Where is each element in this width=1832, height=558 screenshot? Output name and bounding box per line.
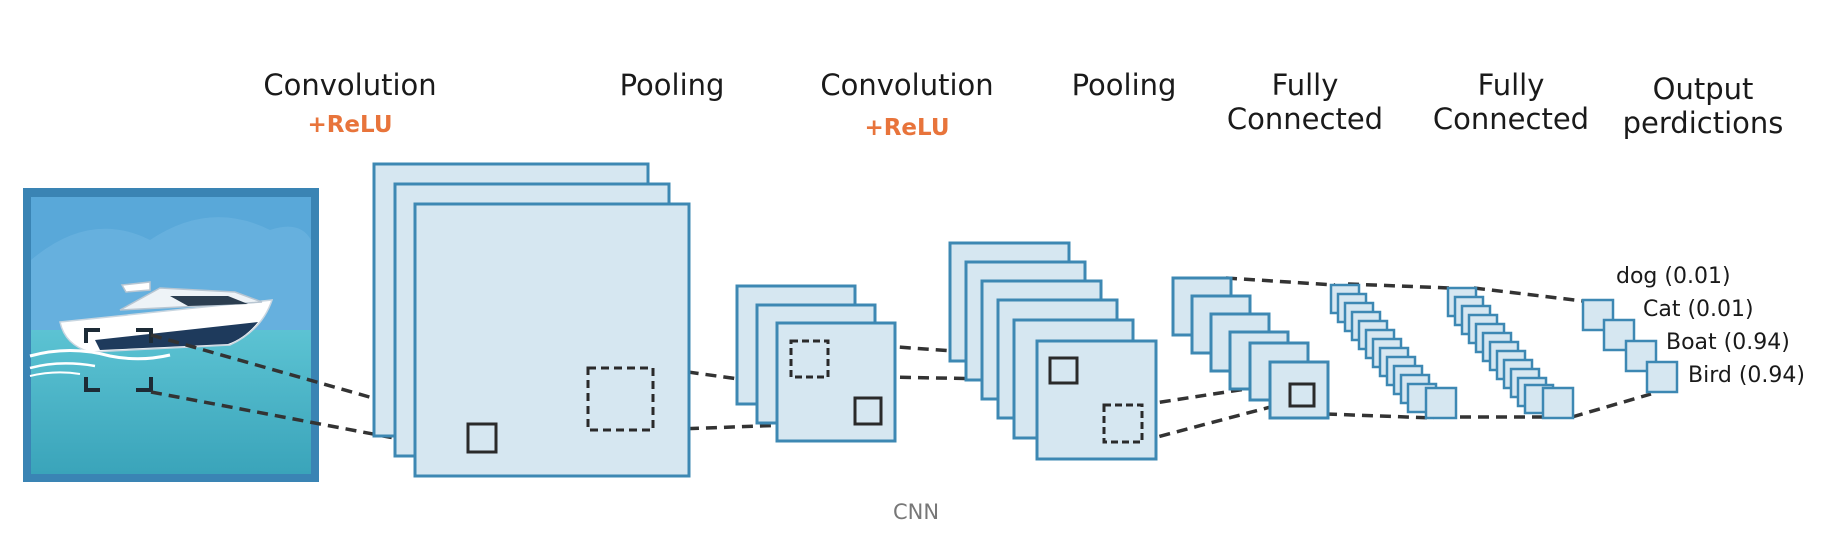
output-label-bird: Bird (0.94)	[1688, 363, 1805, 388]
stage-sub-conv2: +ReLU	[864, 115, 950, 141]
output-label-dog: dog (0.01)	[1616, 264, 1731, 289]
pool1-kernel-box	[853, 396, 883, 426]
output-label-boat: Boat (0.94)	[1666, 330, 1790, 355]
stage-label-conv1: Convolution	[263, 68, 437, 102]
pool1-dashed-window	[789, 339, 830, 379]
stage-label-fc1: Fully Connected	[1226, 68, 1384, 136]
input-receptive-field	[84, 328, 153, 392]
output-label-cat: Cat (0.01)	[1643, 297, 1754, 322]
input-image-sea	[31, 330, 311, 474]
diagram-caption: CNN	[892, 500, 940, 524]
pool2-kernel-box	[1288, 382, 1316, 408]
pool1-feature-maps	[735, 284, 897, 443]
conv2-feature-maps	[948, 241, 1158, 461]
stage-label-conv2: Convolution	[820, 68, 994, 102]
stage-label-fc2: Fully Connected	[1432, 68, 1590, 136]
stage-label-output: Output perdictions	[1622, 72, 1784, 140]
conv2-pool-window	[1102, 403, 1144, 444]
stage-label-pool1: Pooling	[619, 68, 725, 102]
conv1-pool-window	[586, 366, 655, 432]
conv2-kernel-box	[1048, 356, 1079, 385]
stage-sub-conv1: +ReLU	[307, 112, 393, 138]
boat-icon	[29, 281, 274, 377]
conv1-feature-maps	[372, 162, 691, 478]
fc1-units	[1329, 283, 1458, 420]
conv1-kernel-box	[466, 422, 498, 454]
stage-label-pool2: Pooling	[1071, 68, 1177, 102]
input-image	[23, 188, 319, 482]
output-unit-bird	[1645, 360, 1679, 394]
fc2-units	[1446, 286, 1575, 420]
pool2-feature-maps	[1171, 276, 1330, 420]
output-units	[1581, 298, 1679, 394]
